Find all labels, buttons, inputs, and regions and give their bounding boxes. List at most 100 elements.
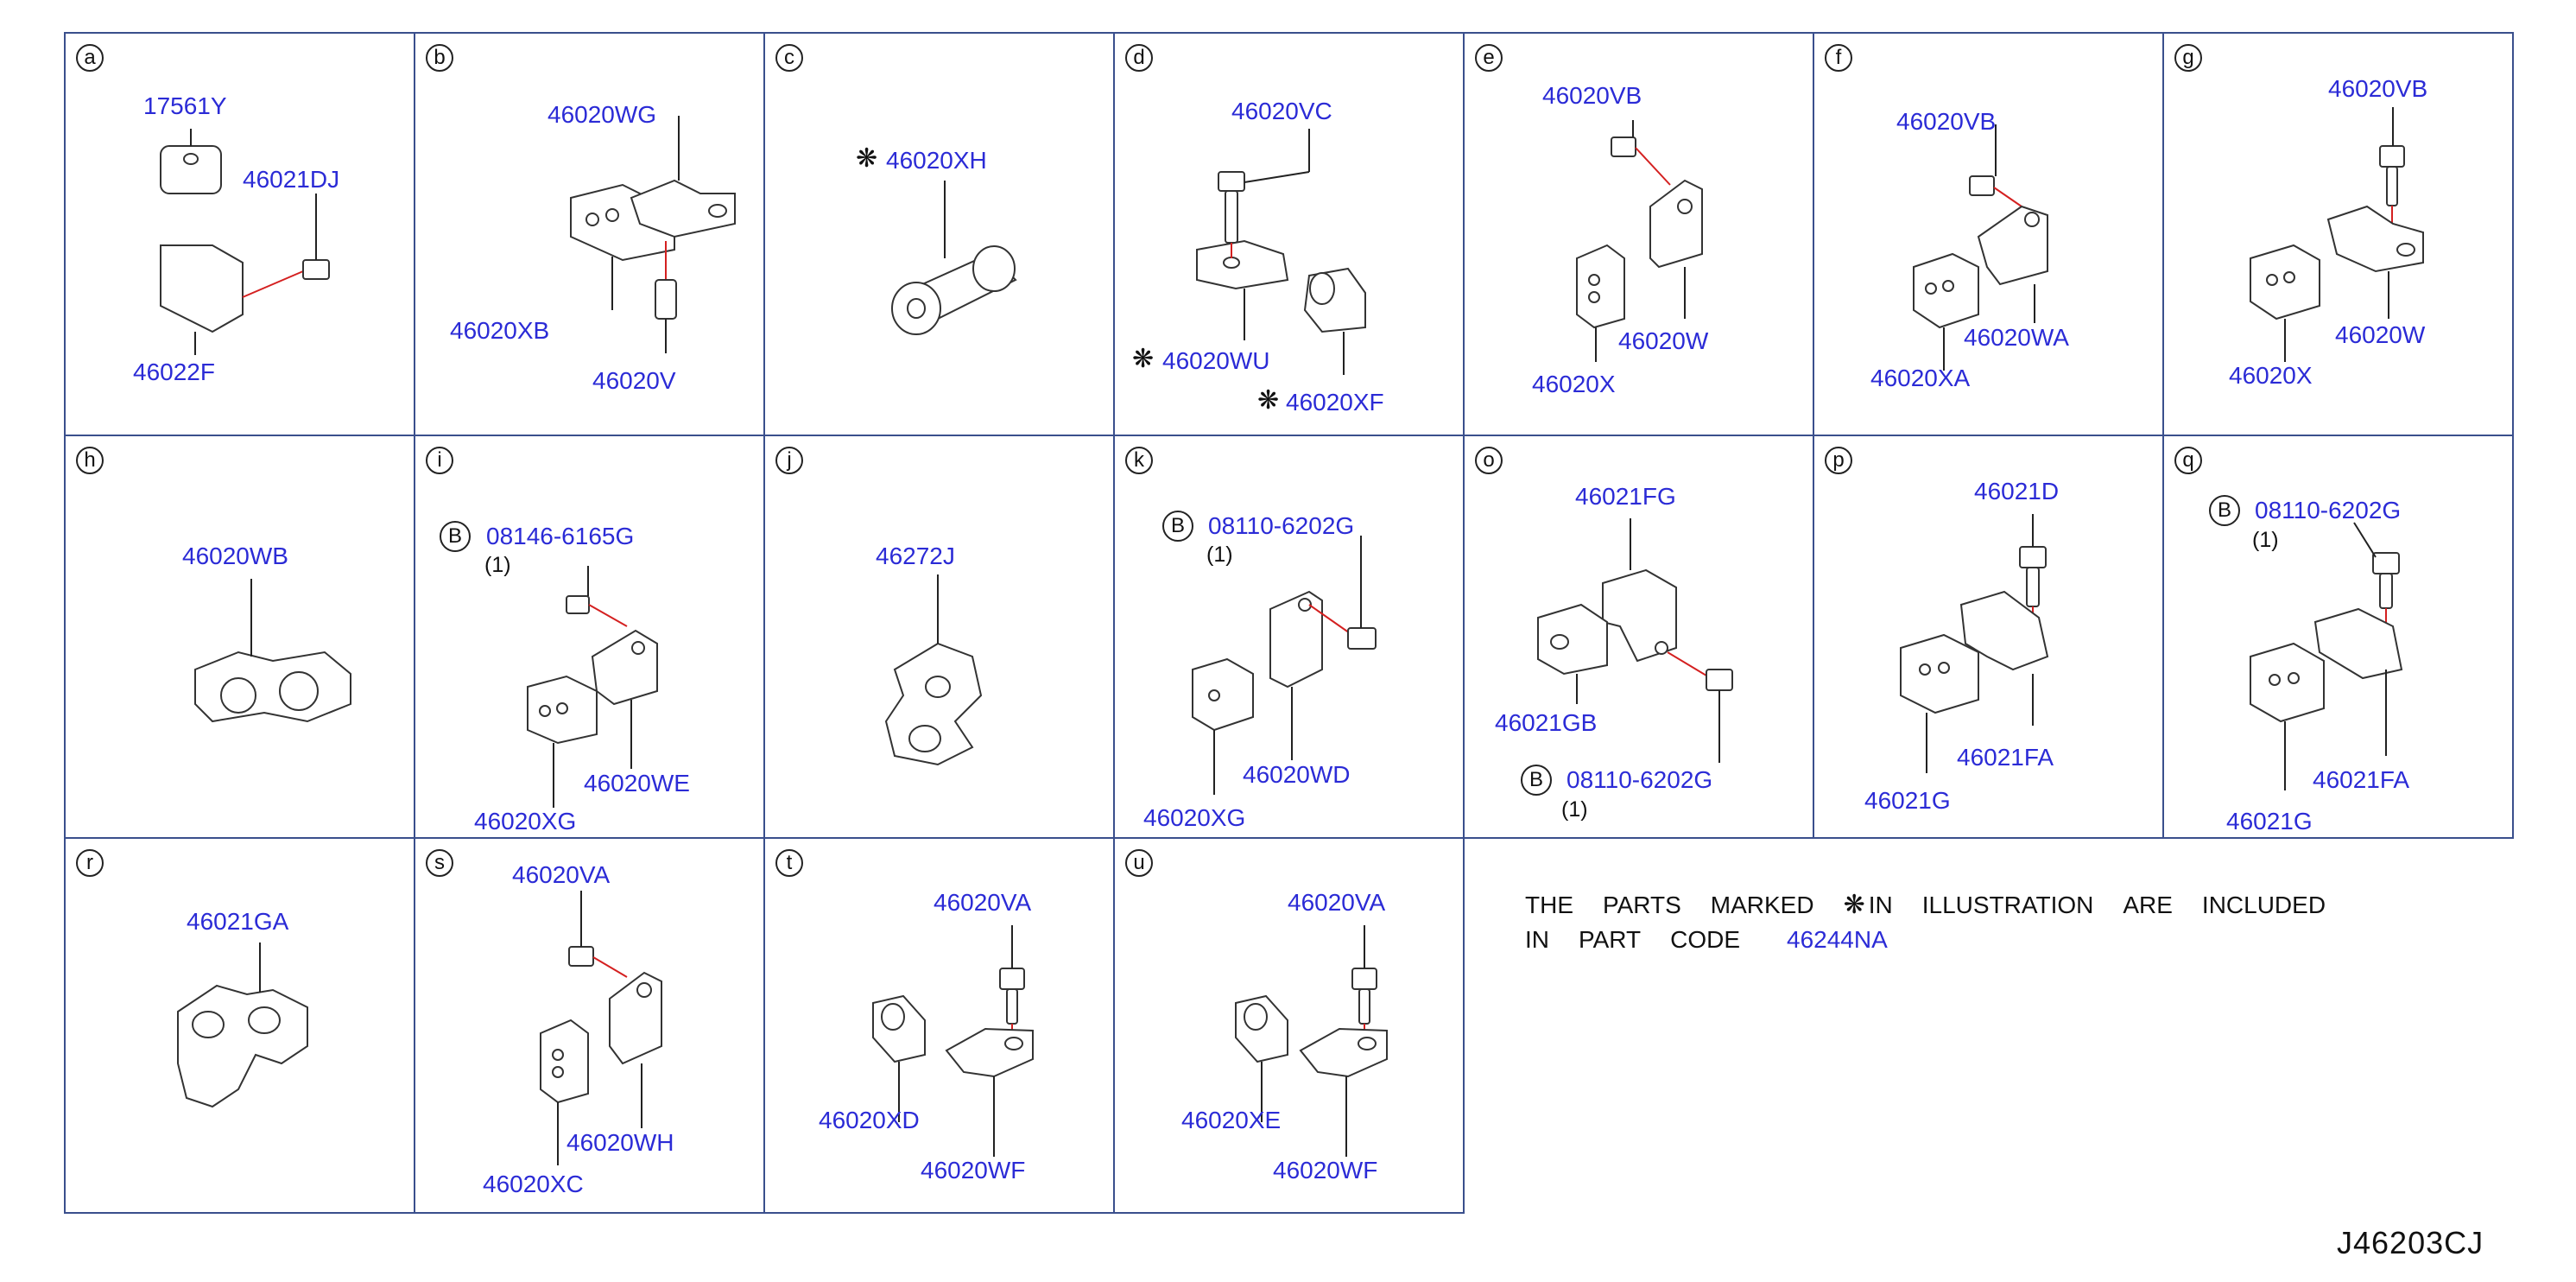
cell-id-r: r xyxy=(76,849,104,877)
parts-drawing-r xyxy=(177,942,308,1108)
bolt-b-icon: B xyxy=(1521,765,1552,796)
part-label-46020wb: 46020WB xyxy=(182,543,288,569)
cell-id-o: o xyxy=(1475,447,1503,474)
cell-id-d: d xyxy=(1125,44,1153,72)
part-label-46021fa: 46021FA xyxy=(2313,766,2410,793)
part-label-46021ga: 46021GA xyxy=(187,908,289,935)
parts-drawing-j xyxy=(884,574,983,766)
cell-h: h 46020WB xyxy=(64,435,415,839)
parts-drawing-q xyxy=(2250,522,2403,790)
cell-id-c: c xyxy=(775,44,803,72)
part-label-46021gb: 46021GB xyxy=(1495,709,1598,736)
parts-drawing-d xyxy=(1196,129,1366,375)
part-label-46021fg: 46021FG xyxy=(1575,483,1676,510)
cell-o: o 46021FG 46021GB B 08110-6202G (1) xyxy=(1463,435,1814,839)
part-label-46021d: 46021D xyxy=(1974,478,2060,505)
cell-i: i B 08146-6165G (1) 46020WE 46020XG xyxy=(414,435,765,839)
part-label-08110-6202g: 08110-6202G xyxy=(1208,512,1355,539)
cell-id-i: i xyxy=(426,447,453,474)
part-label-46020xg: 46020XG xyxy=(1143,804,1246,831)
part-label-46020we: 46020WE xyxy=(584,770,690,796)
quantity-label: (1) xyxy=(1206,543,1233,567)
cell-j: j 46272J xyxy=(763,435,1115,839)
cell-id-b: b xyxy=(426,44,453,72)
part-label-46020xc: 46020XC xyxy=(483,1171,584,1197)
part-label-46020wa: 46020WA xyxy=(1964,324,2069,351)
parts-drawing-b xyxy=(570,116,736,353)
part-label-46272j: 46272J xyxy=(876,543,955,569)
part-label-46020wg: 46020WG xyxy=(547,101,657,128)
cell-d: d 46020VC ❋ 46020WU ❋ 46020XF xyxy=(1113,32,1465,436)
parts-drawing-h xyxy=(194,579,351,723)
cell-q: q B 08110-6202G (1) 46021FA 46021G xyxy=(2162,435,2514,839)
quantity-label: (1) xyxy=(484,553,511,577)
part-label-17561y: 17561Y xyxy=(143,92,227,119)
part-label-46020xb: 46020XB xyxy=(450,317,550,344)
cell-id-h: h xyxy=(76,447,104,474)
part-label-46020x: 46020X xyxy=(2229,362,2313,389)
parts-drawing-t xyxy=(872,925,1034,1157)
part-code-46244na: 46244NA xyxy=(1787,926,1888,953)
part-label-46020w: 46020W xyxy=(1618,327,1709,354)
cell-id-j: j xyxy=(775,447,803,474)
parts-drawing-u xyxy=(1235,925,1388,1157)
cell-id-u: u xyxy=(1125,849,1153,877)
parts-drawing-s xyxy=(540,891,662,1165)
parts-drawing-a xyxy=(160,129,330,355)
parts-drawing-c xyxy=(891,181,1017,335)
part-label-46020xa: 46020XA xyxy=(1870,365,1971,391)
bolt-b-icon: B xyxy=(1162,511,1193,542)
part-label-46020wu: 46020WU xyxy=(1162,347,1270,374)
part-label-46020v: 46020V xyxy=(592,367,676,394)
part-label-46020x: 46020X xyxy=(1532,371,1616,397)
asterisk-flower-icon: ❋ xyxy=(856,144,878,173)
cell-id-q: q xyxy=(2174,447,2202,474)
asterisk-flower-icon: ❋ xyxy=(1132,345,1155,373)
cell-k: k B 08110-6202G (1) 46020WD 46020XG xyxy=(1113,435,1465,839)
part-label-46020vb: 46020VB xyxy=(1896,108,1997,135)
parts-drawing-g xyxy=(2250,107,2424,362)
part-label-46020wf: 46020WF xyxy=(921,1157,1026,1184)
cell-id-p: p xyxy=(1825,447,1852,474)
part-label-46020wd: 46020WD xyxy=(1243,761,1351,788)
parts-drawing-f xyxy=(1913,124,2048,371)
part-label-46021dj: 46021DJ xyxy=(243,166,340,193)
part-label-46022f: 46022F xyxy=(133,359,215,385)
bolt-b-icon: B xyxy=(440,521,471,552)
cell-r: r 46021GA xyxy=(64,837,415,1214)
part-label-08110-6202g: 08110-6202G xyxy=(1566,766,1713,793)
parts-drawing-e xyxy=(1576,120,1703,362)
cell-b: b 46020WG 46020XB 46020V xyxy=(414,32,765,436)
cell-id-f: f xyxy=(1825,44,1852,72)
part-label-08110-6202g: 08110-6202G xyxy=(2255,497,2402,524)
part-label-46020xf: 46020XF xyxy=(1286,389,1384,416)
part-label-46020w: 46020W xyxy=(2335,321,2426,348)
part-label-46020xg: 46020XG xyxy=(474,808,577,835)
parts-drawing-k xyxy=(1192,536,1377,795)
cell-id-g: g xyxy=(2174,44,2202,72)
cell-id-k: k xyxy=(1125,447,1153,474)
part-label-46020va: 46020VA xyxy=(1288,889,1386,916)
cell-id-e: e xyxy=(1475,44,1503,72)
part-label-08146-6165g: 08146-6165G xyxy=(486,523,635,549)
cell-id-a: a xyxy=(76,44,104,72)
cell-u: u 46020VA 46020XE 46020WF xyxy=(1113,837,1465,1214)
part-label-46020vb: 46020VB xyxy=(2328,75,2428,102)
cell-p: p 46021D 46021FA 46021G xyxy=(1813,435,2164,839)
cell-t: t 46020VA 46020XD 46020WF xyxy=(763,837,1115,1214)
diagram-code: J46203CJ xyxy=(2337,1225,2484,1260)
parts-grid: a 17561Y 46021DJ 46022F b xyxy=(64,32,2525,1214)
asterisk-flower-icon: ❋ xyxy=(1257,386,1280,415)
cell-c: c ❋ 46020XH xyxy=(763,32,1115,436)
parts-drawing-o xyxy=(1537,518,1733,763)
part-label-46020xd: 46020XD xyxy=(819,1107,920,1133)
quantity-label: (1) xyxy=(2252,528,2279,552)
cell-e: e 46020VB 46020W 46020X xyxy=(1463,32,1814,436)
part-label-46020va: 46020VA xyxy=(512,861,611,888)
part-label-46020xe: 46020XE xyxy=(1181,1107,1282,1133)
cell-s: s 46020VA 46020WH 46020XC xyxy=(414,837,765,1214)
cell-a: a 17561Y 46021DJ 46022F xyxy=(64,32,415,436)
